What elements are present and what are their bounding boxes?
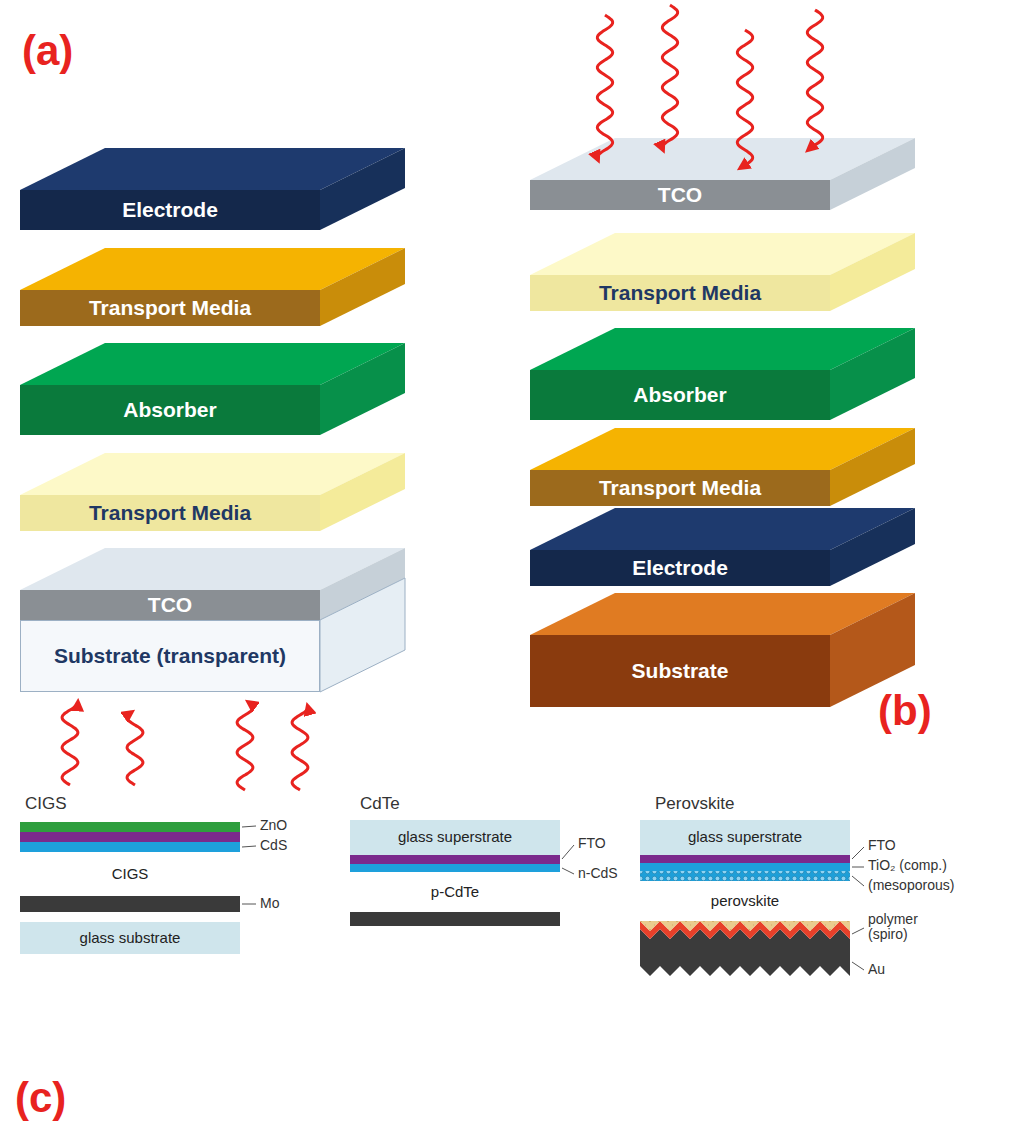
absorber-layer: Absorber: [20, 385, 320, 435]
layer-label: TiO₂ (comp.): [868, 858, 947, 873]
mesoporous-layer: [640, 871, 850, 881]
layer-label: n-CdS: [578, 866, 618, 881]
slab-side: [830, 428, 915, 506]
light-ray: [292, 706, 308, 790]
leader-line: [562, 868, 574, 874]
leader-line: [852, 867, 864, 868]
layer-label: FTO: [578, 836, 606, 851]
layer-name: Transport Media: [89, 296, 251, 319]
cds-layer: [20, 832, 240, 842]
transport-layer: Transport Media: [530, 275, 830, 311]
layer-label: FTO: [868, 838, 896, 853]
layer-name: Electrode: [122, 198, 218, 221]
slab-side: [320, 578, 405, 692]
leader-line: [242, 826, 256, 827]
transport-layer: Transport Media: [530, 470, 830, 506]
fto-layer: [640, 855, 850, 863]
panel-title: CIGS: [25, 795, 67, 814]
slab-side: [830, 138, 915, 210]
light-ray: [737, 30, 752, 168]
light-ray: [662, 5, 677, 150]
perovskite-teeth: [640, 921, 850, 931]
slab-side: [320, 343, 405, 435]
layer-name: Transport Media: [89, 501, 251, 524]
layer-name: Substrate: [632, 659, 729, 682]
layer-name: CIGS: [112, 866, 149, 883]
panel-title: Perovskite: [655, 795, 734, 814]
layer-name: Substrate (transparent): [54, 644, 286, 667]
leader-line: [852, 876, 864, 886]
layer-label: ZnO: [260, 818, 287, 833]
leader-line: [242, 846, 256, 847]
fto-layer: [350, 855, 560, 864]
layer-label: Mo: [260, 896, 279, 911]
panel-label: (b): [878, 688, 932, 734]
layer-name: p-CdTe: [431, 884, 479, 901]
layer-label: CdS: [260, 838, 287, 853]
transport-layer: Transport Media: [20, 495, 320, 531]
layer-label: (mesoporous): [868, 878, 954, 893]
layer-label: Au: [868, 962, 885, 977]
panel-title: CdTe: [360, 795, 400, 814]
glass-layer: glass substrate: [20, 922, 240, 954]
leader-line: [852, 928, 864, 934]
light-ray: [62, 702, 78, 785]
tio2-layer: [640, 863, 850, 871]
electrode-layer: Electrode: [20, 190, 320, 230]
cross-sections: [20, 822, 850, 926]
layer-label: polymer (spiro): [868, 912, 948, 943]
layer-name: TCO: [148, 593, 192, 616]
cds-layer: [350, 864, 560, 872]
layer-name: Electrode: [632, 556, 728, 579]
absorber-layer: perovskite: [640, 881, 850, 921]
light-ray: [127, 712, 143, 785]
cds-layer: [20, 842, 240, 852]
panel-label: (a): [22, 28, 73, 74]
slab-side: [320, 453, 405, 531]
slab-side: [320, 148, 405, 230]
mo-layer: [20, 896, 240, 912]
leader-line: [852, 962, 864, 970]
slab-faces: [20, 138, 915, 707]
slab-side: [830, 508, 915, 586]
glass-layer: glass superstrate: [640, 820, 850, 855]
tco-layer: TCO: [20, 590, 320, 620]
layer-name: glass superstrate: [688, 829, 802, 846]
spiro-layer: [640, 921, 850, 939]
leader-line: [852, 847, 864, 859]
electrode-layer: Electrode: [530, 550, 830, 586]
light-ray: [237, 702, 253, 790]
absorber-layer: CIGS: [20, 852, 240, 896]
light-ray: [807, 10, 822, 150]
slab-side: [830, 328, 915, 420]
contact-layer: [350, 912, 560, 926]
layer-name: glass superstrate: [398, 829, 512, 846]
layer-name: Transport Media: [599, 281, 761, 304]
slab-side: [320, 248, 405, 326]
slab-side: [830, 233, 915, 311]
tco-layer: TCO: [530, 180, 830, 210]
zno-layer: [20, 822, 240, 832]
leader-line: [242, 904, 256, 905]
substrate-layer: Substrate: [530, 635, 830, 707]
layer-name: perovskite: [711, 893, 779, 910]
leader-line: [562, 845, 574, 859]
light-ray: [597, 15, 612, 160]
layer-name: Absorber: [123, 398, 216, 421]
layer-name: Transport Media: [599, 476, 761, 499]
panel-label: (c): [15, 1075, 66, 1121]
glass-layer: glass superstrate: [350, 820, 560, 855]
perovskite-contacts: [640, 921, 850, 976]
substrate-layer: Substrate (transparent): [20, 620, 320, 692]
layer-name: TCO: [658, 183, 702, 206]
absorber-layer: p-CdTe: [350, 872, 560, 912]
absorber-layer: Absorber: [530, 370, 830, 420]
transport-layer: Transport Media: [20, 290, 320, 326]
layer-name: Absorber: [633, 383, 726, 406]
layer-name: glass substrate: [80, 930, 181, 947]
